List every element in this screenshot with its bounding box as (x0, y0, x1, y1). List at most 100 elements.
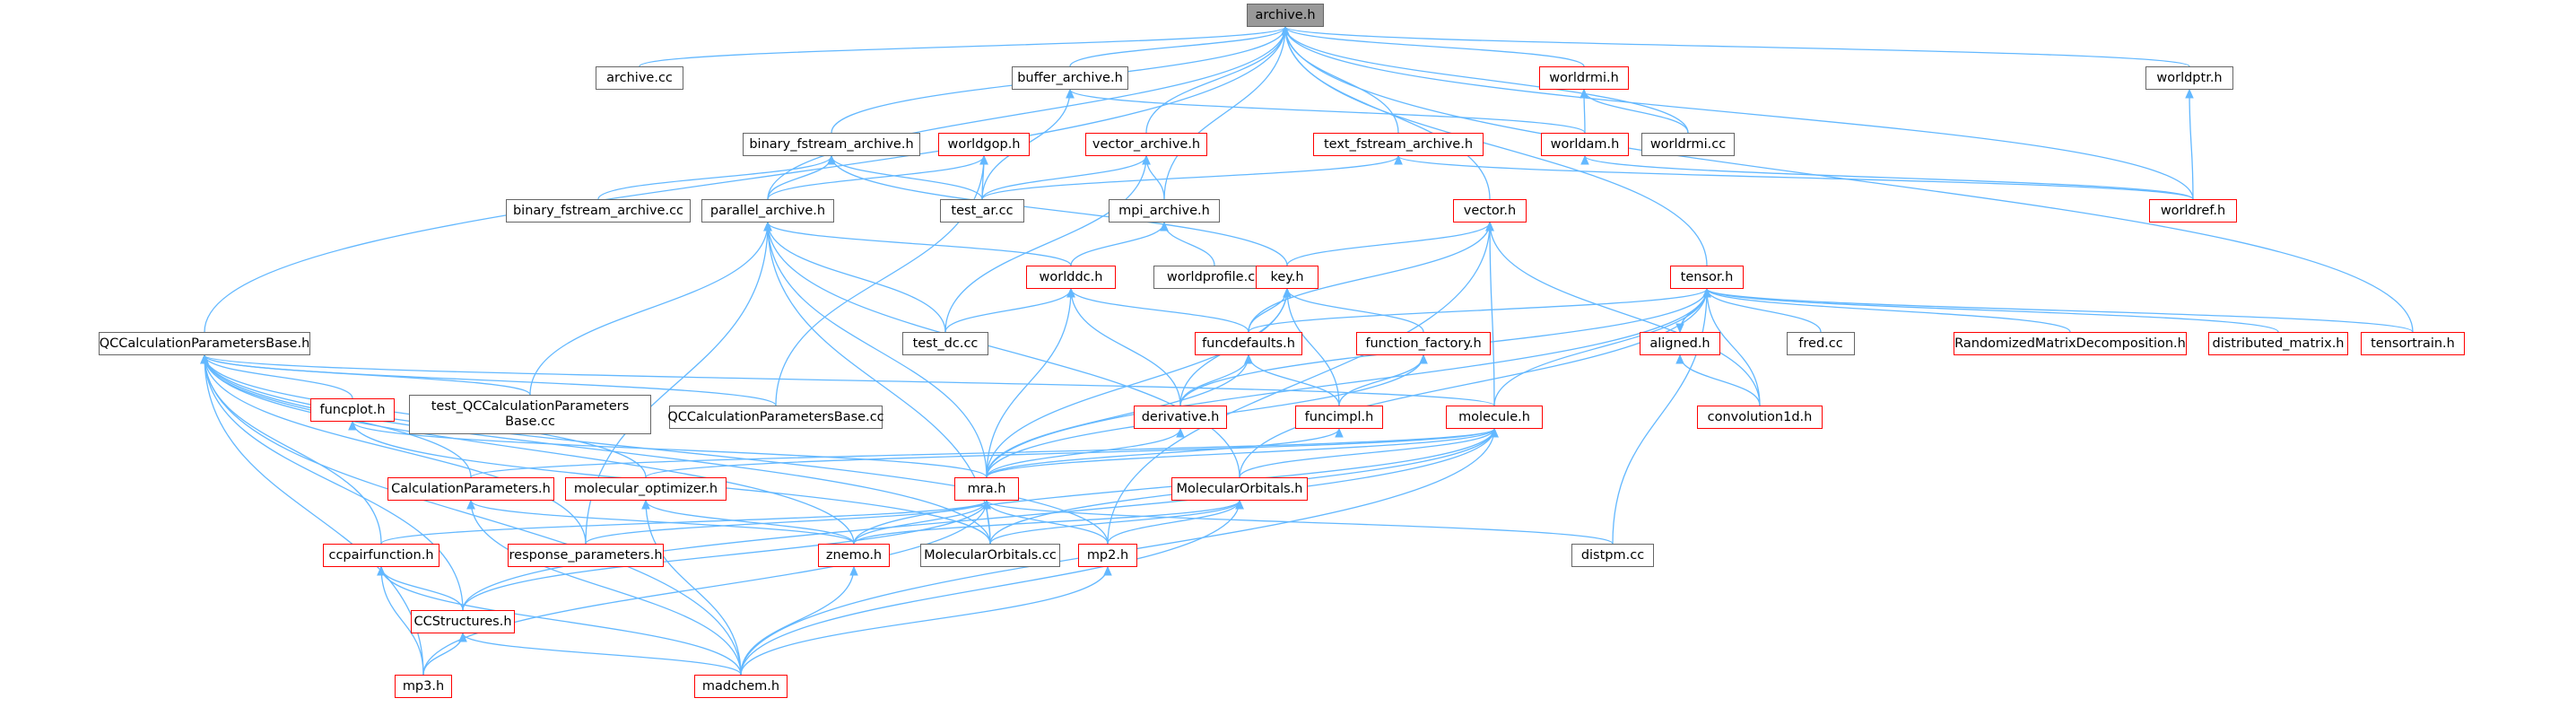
node-molecular-optimizer-h[interactable]: molecular_optimizer.h (565, 477, 727, 501)
node-derivative-h[interactable]: derivative.h (1134, 406, 1227, 429)
edge-arrowhead (641, 499, 650, 510)
node-binary-fstream-archive-h[interactable]: binary_fstream_archive.h (743, 133, 920, 156)
node-znemo-h[interactable]: znemo.h (818, 544, 890, 567)
dependency-edge (462, 633, 742, 676)
dependency-edge (1284, 26, 1689, 134)
dependency-edge (1070, 288, 1181, 406)
node-function-factory-h[interactable]: function_factory.h (1356, 332, 1491, 355)
edge-arrowhead (200, 354, 209, 364)
node-molecularorbitals-h[interactable]: MolecularOrbitals.h (1171, 477, 1308, 501)
dependency-edge (422, 500, 988, 676)
dependency-edge (1070, 222, 1165, 266)
node-worlddc-h[interactable]: worlddc.h (1026, 266, 1116, 289)
node-binary-fstream-archive-cc[interactable]: binary_fstream_archive.cc (506, 199, 691, 223)
dependency-edge (767, 222, 1072, 266)
node-molecularorbitals-cc[interactable]: MolecularOrbitals.cc (920, 544, 1060, 567)
node-tensortrain-h[interactable]: tensortrain.h (2361, 332, 2465, 355)
edge-arrowhead (1394, 154, 1403, 165)
node-archive-h: archive.h (1247, 4, 1324, 27)
dependency-edge (775, 155, 985, 406)
dependency-edge (767, 222, 946, 333)
node-test-qccalc-cc[interactable]: test_QCCalculationParameters Base.cc (409, 395, 651, 434)
node-qccalc-base-cc[interactable]: QCCalculationParametersBase.cc (667, 406, 884, 429)
dependency-edge (204, 354, 353, 399)
dependency-edge (204, 354, 855, 545)
edge-arrowhead (763, 221, 772, 231)
dependency-edge (645, 500, 855, 545)
node-vector-h[interactable]: vector.h (1453, 199, 1527, 223)
node-worldref-h[interactable]: worldref.h (2149, 199, 2237, 223)
node-qccalc-base-h[interactable]: QCCalculationParametersBase.h (99, 332, 310, 355)
edge-arrowhead (1176, 427, 1185, 438)
dependency-edge (1679, 288, 1708, 333)
dependency-edge (1069, 26, 1286, 67)
node-madchem-h[interactable]: madchem.h (694, 675, 788, 698)
node-ccpairfunction-h[interactable]: ccpairfunction.h (323, 544, 439, 567)
dependency-edge (1070, 288, 1249, 333)
node-funcplot-h[interactable]: funcplot.h (310, 398, 395, 422)
node-worldprofile-cc[interactable]: worldprofile.cc (1153, 266, 1275, 289)
dependency-edge (989, 500, 1240, 545)
node-mra-h[interactable]: mra.h (954, 477, 1019, 501)
node-molecule-h[interactable]: molecule.h (1446, 406, 1543, 429)
dependency-edge (2189, 89, 2194, 200)
dependency-edge (204, 354, 587, 545)
node-distributed-matrix-h[interactable]: distributed_matrix.h (2208, 332, 2348, 355)
dependency-edge (585, 500, 988, 545)
edge-arrowhead (1675, 323, 1684, 334)
node-funcimpl-h[interactable]: funcimpl.h (1295, 406, 1383, 429)
node-archive-cc[interactable]: archive.cc (596, 66, 683, 90)
edge-arrowhead (1160, 221, 1169, 231)
node-aligned-h[interactable]: aligned.h (1640, 332, 1720, 355)
node-test-dc-cc[interactable]: test_dc.cc (902, 332, 988, 355)
dependency-edge (645, 428, 1495, 478)
node-text-fstream-archive-h[interactable]: text_fstream_archive.h (1313, 133, 1484, 156)
edge-arrowhead (1066, 88, 1075, 99)
dependency-edge (1284, 26, 1708, 266)
dependency-edge (380, 566, 464, 611)
dependency-edge (1706, 288, 1822, 333)
node-worldgop-h[interactable]: worldgop.h (938, 133, 1030, 156)
node-calcparams-h[interactable]: CalculationParameters.h (387, 477, 554, 501)
dependency-edge (767, 222, 1240, 478)
node-parallel-archive-h[interactable]: parallel_archive.h (701, 199, 834, 223)
dependency-edge (1284, 26, 2190, 67)
node-funcdefaults-h[interactable]: funcdefaults.h (1195, 332, 1302, 355)
node-tensor-h[interactable]: tensor.h (1670, 266, 1744, 289)
node-ccstructures-h[interactable]: CCStructures.h (411, 610, 515, 633)
node-key-h[interactable]: key.h (1256, 266, 1318, 289)
dependency-edge (352, 421, 988, 478)
dependency-edge (986, 288, 1288, 478)
dependency-edge (529, 222, 769, 396)
node-buffer-archive-h[interactable]: buffer_archive.h (1012, 66, 1128, 90)
node-convolution1d-h[interactable]: convolution1d.h (1697, 406, 1823, 429)
edge-arrowhead (466, 499, 475, 510)
node-distpm-cc[interactable]: distpm.cc (1571, 544, 1654, 567)
dependency-edge (1286, 288, 1424, 333)
dependency-edge (1706, 288, 2414, 333)
edge-arrowhead (979, 154, 988, 165)
edge-arrowhead (377, 565, 386, 576)
node-worldrmi-cc[interactable]: worldrmi.cc (1641, 133, 1735, 156)
edge-arrowhead (1580, 88, 1588, 99)
node-mpi-archive-h[interactable]: mpi_archive.h (1109, 199, 1220, 223)
dependency-edge (422, 633, 464, 676)
node-randomized-h[interactable]: RandomizedMatrixDecomposition.h (1954, 332, 2187, 355)
dependency-edge (986, 288, 1072, 478)
node-test-ar-cc[interactable]: test_ar.cc (940, 199, 1024, 223)
node-fred-cc[interactable]: fred.cc (1787, 332, 1855, 355)
dependency-edge (204, 354, 777, 406)
dependency-edge (740, 566, 1109, 676)
dependency-edge (1397, 155, 2194, 200)
node-worldrmi-h[interactable]: worldrmi.h (1539, 66, 1629, 90)
dependency-edge (1107, 500, 1240, 545)
node-worldptr-h[interactable]: worldptr.h (2145, 66, 2233, 90)
dependency-edge (831, 155, 983, 200)
node-worldam-h[interactable]: worldam.h (1541, 133, 1629, 156)
node-response-parameters-h[interactable]: response_parameters.h (508, 544, 664, 567)
edge-arrowhead (1235, 499, 1244, 510)
dependency-edge (204, 354, 1109, 545)
node-mp3-h[interactable]: mp3.h (395, 675, 452, 698)
node-vector-archive-h[interactable]: vector_archive.h (1085, 133, 1207, 156)
node-mp2-h[interactable]: mp2.h (1078, 544, 1137, 567)
